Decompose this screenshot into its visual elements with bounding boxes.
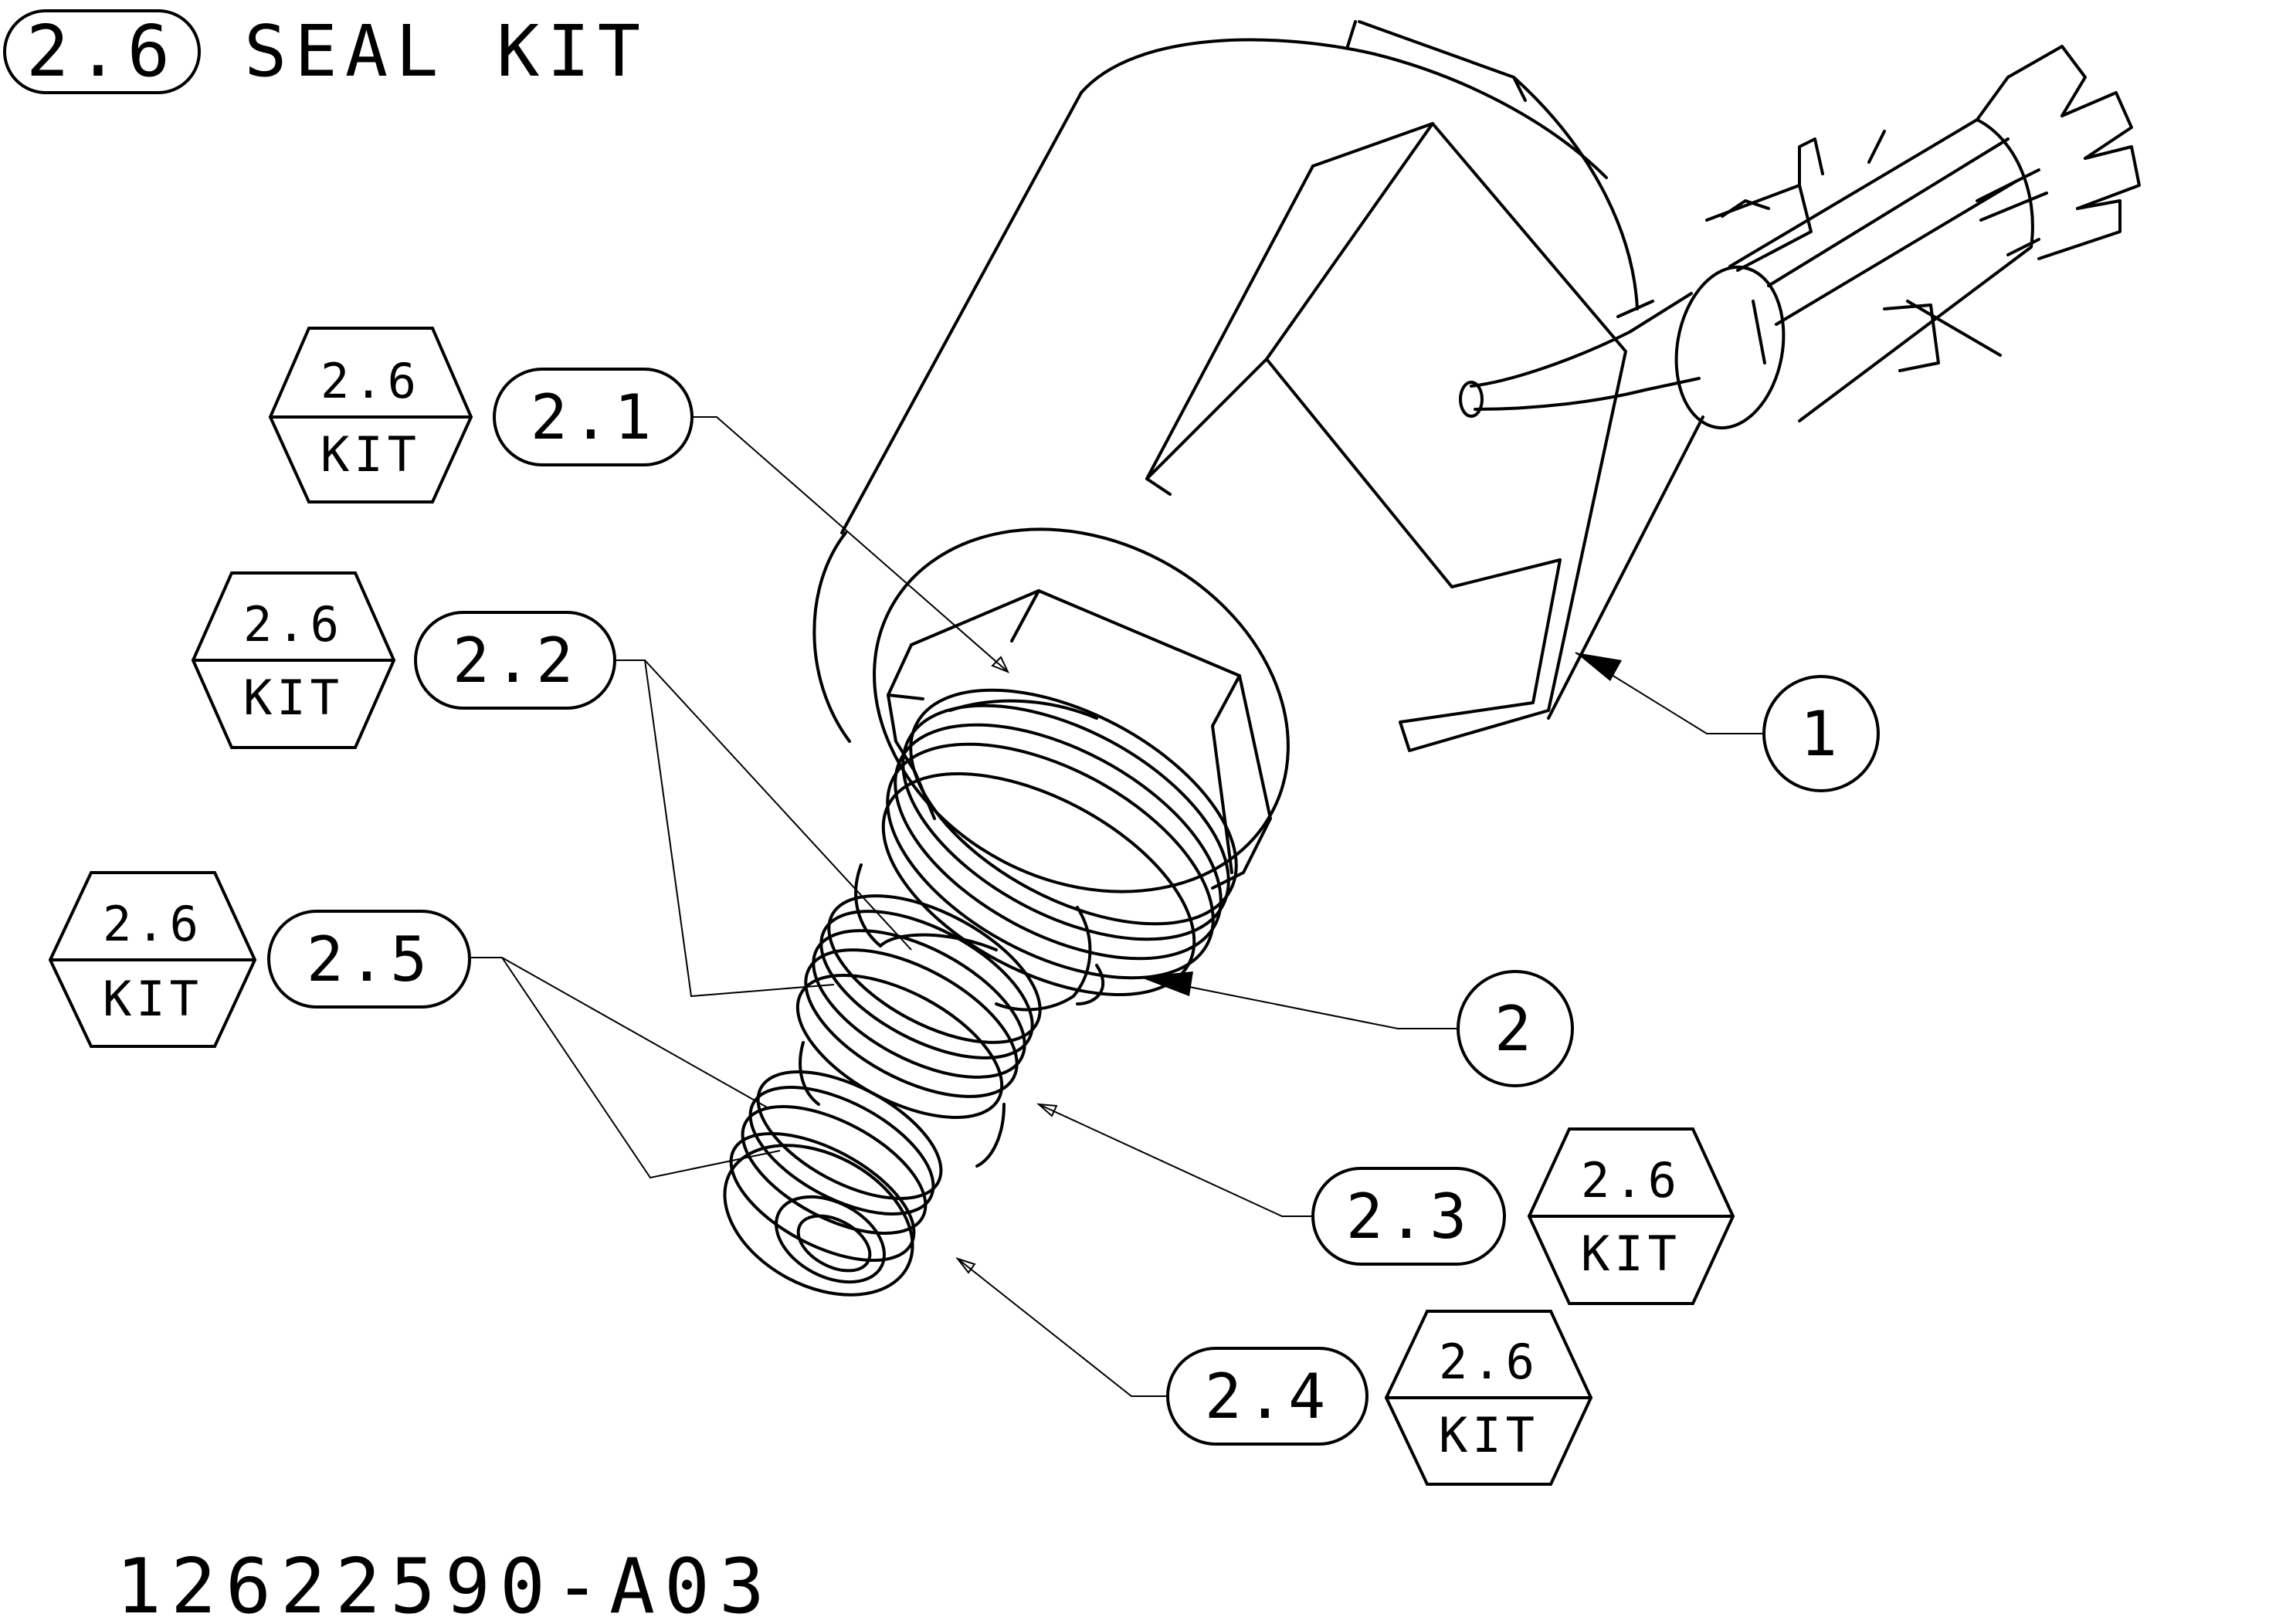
callout-2-5: 2.6 KIT 2.5 xyxy=(48,871,471,1048)
callout-frame xyxy=(493,368,694,466)
kit-label: KIT xyxy=(243,670,344,726)
leader-2-4 xyxy=(957,1258,1168,1397)
callout-label: 2.4 xyxy=(1205,1361,1331,1432)
callout-2-4: 2.4 2.6 KIT xyxy=(1166,1310,1593,1486)
leader-2 xyxy=(1138,976,1458,1029)
title-badge: 2.6 xyxy=(26,10,178,93)
kit-label: KIT xyxy=(1581,1226,1681,1282)
callout-frame xyxy=(1166,1347,1369,1446)
item-balloon-2: 2 xyxy=(1457,970,1574,1087)
mounting-bracket xyxy=(1145,122,1627,752)
item-balloon-1: 1 xyxy=(1762,675,1880,792)
callout-2-1: 2.6 KIT 2.1 xyxy=(268,327,694,503)
leader-1 xyxy=(1575,652,1763,734)
callout-label: 2.1 xyxy=(531,381,656,453)
balloon-label: 2 xyxy=(1494,993,1536,1065)
hex-nut xyxy=(887,589,1272,890)
leader-2-1 xyxy=(692,416,1009,673)
leader-2-5 xyxy=(470,957,769,1109)
callout-2-3: 2.3 2.6 KIT xyxy=(1311,1127,1735,1305)
balloon-label: 1 xyxy=(1800,698,1842,770)
solenoid-body xyxy=(812,38,1704,893)
arrow-2-4 xyxy=(955,1257,976,1274)
kit-label: KIT xyxy=(103,971,203,1027)
arrow-2 xyxy=(1139,971,1193,996)
callout-frame xyxy=(414,611,616,710)
nozzle-end xyxy=(723,1144,914,1297)
callout-label: 2.3 xyxy=(1346,1181,1472,1253)
leader-2-5b xyxy=(501,957,781,1179)
kit-number: 2.6 xyxy=(1581,1152,1681,1209)
electrical-connector xyxy=(1459,45,2141,430)
leader-lines xyxy=(470,416,1763,1397)
title-badge-frame xyxy=(3,9,201,94)
rear-flange xyxy=(1346,20,1639,310)
kit-label: KIT xyxy=(321,426,421,483)
leader-2-3 xyxy=(1038,1104,1313,1217)
callout-2-2: 2.6 KIT 2.2 xyxy=(191,571,616,749)
callout-frame xyxy=(267,910,471,1009)
kit-number: 2.6 xyxy=(1439,1334,1539,1390)
callout-frame xyxy=(1311,1167,1506,1266)
middle-seal-lands xyxy=(795,894,1042,1168)
kit-number: 2.6 xyxy=(243,596,344,653)
part-number: 12622590-A03 xyxy=(116,1543,774,1624)
callout-label: 2.2 xyxy=(453,625,578,697)
kit-label: KIT xyxy=(1439,1407,1539,1463)
arrow-2-3 xyxy=(1036,1103,1058,1117)
balloon-circle xyxy=(1762,675,1880,792)
callout-label: 2.5 xyxy=(307,924,432,995)
part-illustration xyxy=(723,20,2141,1297)
balloon-circle xyxy=(1457,970,1574,1087)
leader-2-2b xyxy=(644,659,835,998)
title-block: 2.6 SEAL KIT xyxy=(3,9,648,94)
threaded-section xyxy=(881,688,1238,996)
title-text: SEAL KIT xyxy=(244,10,648,93)
arrow-2-1 xyxy=(991,656,1009,673)
kit-number: 2.6 xyxy=(103,896,203,952)
spool-shoulder xyxy=(854,863,1105,1012)
leader-2-2 xyxy=(615,659,912,951)
arrow-1 xyxy=(1575,653,1622,681)
kit-number: 2.6 xyxy=(321,353,421,409)
